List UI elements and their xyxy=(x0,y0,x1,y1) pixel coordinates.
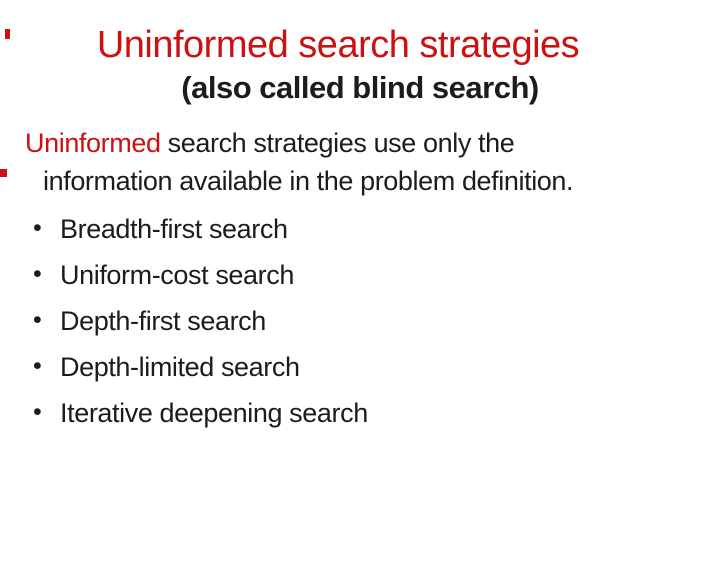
bullet-icon: • xyxy=(33,260,42,288)
bullet-icon: • xyxy=(33,398,42,426)
bullet-item: • Uniform-cost search xyxy=(33,256,720,294)
bullet-item-label: Depth-first search xyxy=(60,306,266,336)
bullet-item: • Breadth-first search xyxy=(33,210,720,248)
slide-subtitle: (also called blind search) xyxy=(0,68,720,108)
red-edge-mark-middle xyxy=(0,169,7,177)
bullet-icon: • xyxy=(33,352,42,380)
bullet-item: • Iterative deepening search xyxy=(33,394,720,432)
lead-highlight-word: Uninformed xyxy=(25,128,161,158)
bullet-item-label: Breadth-first search xyxy=(60,214,288,244)
subtitle-bold-text: blind search) xyxy=(352,70,539,105)
bullet-item-label: Uniform-cost search xyxy=(60,260,294,290)
subtitle-regular-text: (also called xyxy=(181,70,353,105)
bullet-icon: • xyxy=(33,214,42,242)
slide-title: Uninformed search strategies xyxy=(96,24,580,66)
bullet-item-label: Depth-limited search xyxy=(60,352,300,382)
bullet-list: • Breadth-first search • Uniform-cost sear… xyxy=(25,210,720,432)
bullet-item: • Depth-first search xyxy=(33,302,720,340)
red-edge-mark-top xyxy=(5,29,10,39)
bullet-item-label: Iterative deepening search xyxy=(60,398,368,428)
slide-canvas: Uninformed search strategies (also calle… xyxy=(0,22,720,562)
bullet-item: • Depth-limited search xyxy=(33,348,720,386)
lead-line1-rest: search strategies use only the xyxy=(160,128,515,158)
lead-paragraph: Uninformed search strategies use only th… xyxy=(25,124,705,200)
bullet-icon: • xyxy=(33,306,42,334)
lead-line2: information available in the problem def… xyxy=(43,166,574,196)
